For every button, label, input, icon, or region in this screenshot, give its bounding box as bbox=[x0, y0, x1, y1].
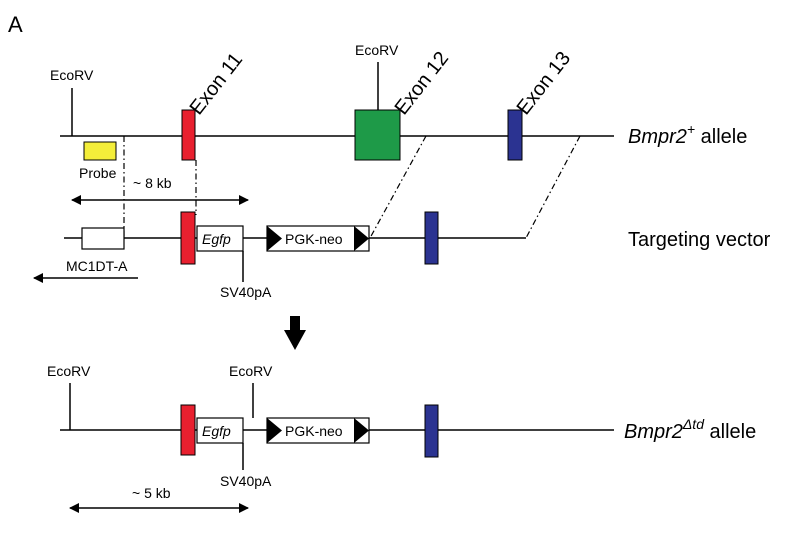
tv-pgkneo-box bbox=[266, 225, 370, 252]
td-egfp-label: Egfp bbox=[202, 423, 231, 439]
probe-box bbox=[83, 141, 117, 161]
tv-name: Targeting vector bbox=[628, 229, 771, 251]
homology-lines bbox=[123, 135, 581, 239]
tv-loxp-left-triangle bbox=[267, 226, 282, 251]
wt-ecorv-left-label: EcoRV bbox=[50, 67, 94, 83]
recombination-arrow-head bbox=[284, 330, 306, 350]
tv-egfp-label: Egfp bbox=[202, 231, 231, 247]
targeting-vector: MC1DT-A Egfp SV40pA PGK-neo Targeting ve… bbox=[33, 211, 771, 300]
td-pgkneo-label: PGK-neo bbox=[285, 423, 343, 439]
td-sv40pa-label: SV40pA bbox=[220, 473, 272, 489]
wt-ecorv-mid-label: EcoRV bbox=[355, 42, 399, 58]
td-ecorv-mid-label: EcoRV bbox=[229, 363, 273, 379]
td-ecorv-left-label: EcoRV bbox=[47, 363, 91, 379]
wt-exon13-label: Exon 13 bbox=[513, 48, 576, 119]
wt-distance-label: ~ 8 kb bbox=[133, 175, 172, 191]
panel-label: A bbox=[8, 12, 23, 37]
td-loxp-right-triangle bbox=[354, 418, 369, 443]
homology-line-exon13 bbox=[525, 135, 581, 239]
td-exon13-block bbox=[424, 404, 439, 458]
td-distance-label: ~ 5 kb bbox=[132, 485, 171, 501]
probe-label: Probe bbox=[79, 165, 117, 181]
tv-exon11-block bbox=[180, 211, 196, 265]
td-exon11-block bbox=[180, 404, 196, 456]
recombination-arrow-shaft bbox=[290, 316, 300, 330]
mc1dta-box bbox=[81, 227, 125, 250]
recombination-arrow bbox=[284, 316, 306, 350]
td-egfp-box bbox=[196, 417, 244, 444]
wt-exon13-block bbox=[507, 109, 523, 161]
mc1dta-label: MC1DT-A bbox=[66, 258, 128, 274]
wt-allele-name: Bmpr2+ allele bbox=[628, 121, 747, 148]
homology-line-exon12 bbox=[369, 135, 427, 239]
tv-exon13-block bbox=[424, 211, 439, 265]
tv-loxp-right-triangle bbox=[354, 226, 369, 251]
wt-exon11-label: Exon 11 bbox=[186, 49, 248, 119]
td-allele-name: Bmpr2Δtd allele bbox=[624, 416, 756, 443]
td-loxp-left-triangle bbox=[267, 418, 282, 443]
wt-exon12-label: Exon 12 bbox=[391, 48, 454, 119]
wildtype-allele: EcoRV EcoRV Exon 11 Exon 12 Exon 13 Prob… bbox=[50, 42, 747, 205]
wt-exon11-block bbox=[181, 109, 196, 161]
tv-egfp-box bbox=[196, 225, 244, 252]
targeted-allele: EcoRV EcoRV Egfp SV40pA PGK-neo ~ 5 kb B… bbox=[47, 363, 756, 513]
tv-pgkneo-label: PGK-neo bbox=[285, 231, 343, 247]
tv-sv40pa-label: SV40pA bbox=[220, 284, 272, 300]
wt-exon12-block bbox=[354, 109, 401, 161]
